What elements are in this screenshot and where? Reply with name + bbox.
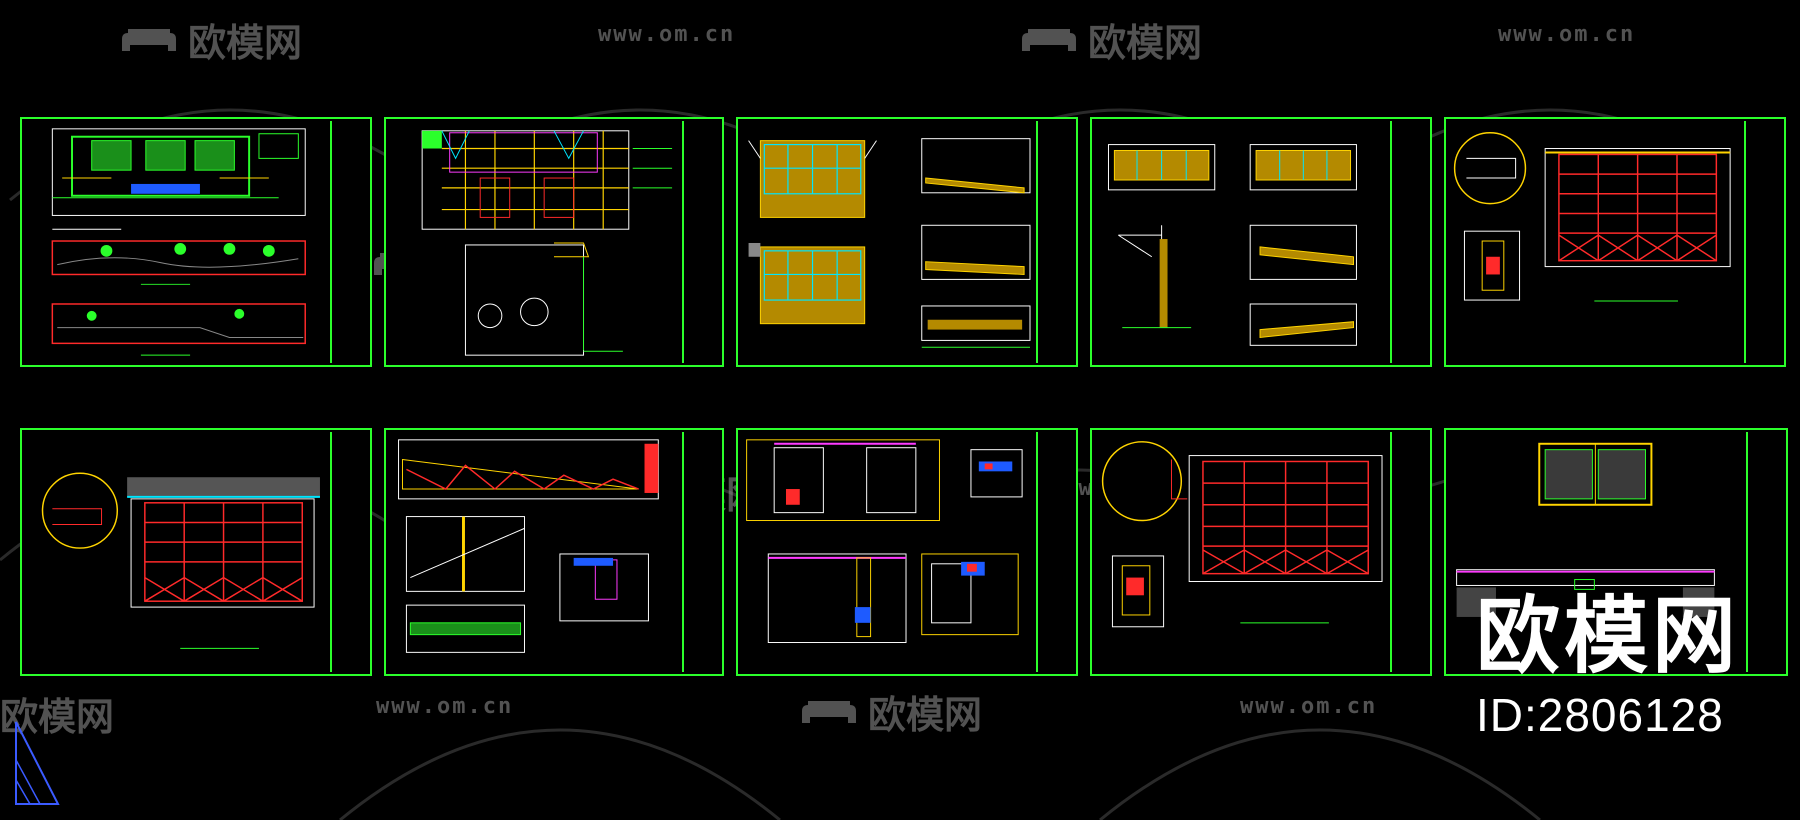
drawing-sheet[interactable] (384, 117, 724, 367)
title-block (682, 121, 720, 363)
title-block (1036, 121, 1074, 363)
title-block (1036, 432, 1074, 672)
drawing-sheet[interactable] (20, 428, 372, 676)
drawing-sheet[interactable] (20, 117, 372, 367)
sheet-drawing (1107, 144, 1357, 346)
sofa-logo-icon (1022, 28, 1076, 51)
watermark-url: www.om.cn (598, 22, 736, 47)
title-block (330, 432, 368, 672)
badge-id: ID:2806128 (1475, 689, 1724, 741)
watermark-url: www.om.cn (376, 694, 514, 719)
sofa-logo-icon (802, 700, 856, 723)
watermark-url: www.om.cn (1240, 694, 1378, 719)
title-block (1746, 432, 1784, 672)
title-block (1390, 121, 1428, 363)
title-block (1390, 432, 1428, 672)
drawing-sheet[interactable] (1444, 117, 1786, 367)
drawing-sheet[interactable] (1090, 428, 1432, 676)
title-block (682, 432, 720, 672)
sheet-drawing (421, 130, 673, 356)
drawing-sheet[interactable] (384, 428, 724, 676)
drawing-sheet[interactable] (736, 428, 1078, 676)
sheet-drawing (41, 472, 320, 649)
badge-title: 欧模网 (1475, 587, 1740, 685)
sofa-logo-icon (122, 28, 176, 51)
watermark-brand-text: 欧模网 (188, 21, 303, 65)
sheet-drawing (398, 439, 659, 653)
title-block (1744, 121, 1782, 363)
drawing-sheet[interactable] (736, 117, 1078, 367)
title-block (330, 121, 368, 363)
drawing-sheet[interactable] (1090, 117, 1432, 367)
brand-badge: 欧模网 ID:2806128 (1476, 594, 1740, 742)
sheet-drawing (51, 128, 306, 356)
watermark-url: www.om.cn (1498, 22, 1636, 47)
sheet-drawing (1101, 441, 1383, 628)
watermark-brand: 欧模网 (1018, 12, 1202, 67)
sheet-drawing (1453, 132, 1731, 302)
sheet-drawing (748, 138, 1031, 348)
sheet-drawing (746, 439, 1023, 644)
watermark-brand-text: 欧模网 (868, 693, 983, 737)
sheet-drawing (1456, 442, 1715, 617)
watermark-brand-text: 欧模网 (1088, 21, 1203, 65)
watermark-brand: 欧模网 (798, 684, 982, 739)
ucs-axis-icon (15, 721, 60, 805)
watermark-brand: 欧模网 (118, 12, 302, 67)
drawing-sheet[interactable] (1444, 428, 1788, 676)
